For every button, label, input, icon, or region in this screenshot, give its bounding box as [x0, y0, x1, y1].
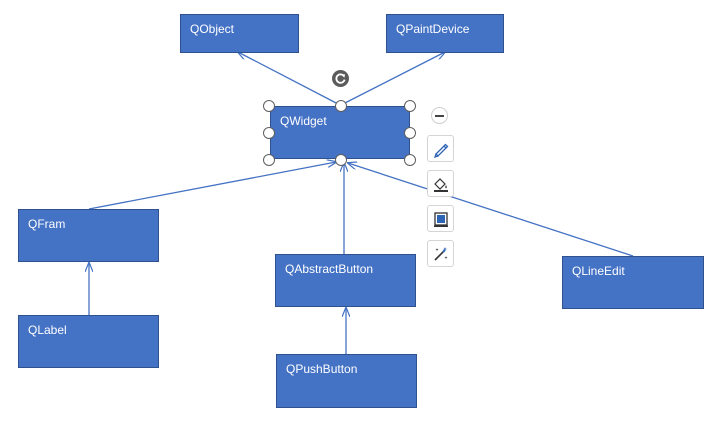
node-qlabel[interactable]: QLabel: [18, 315, 159, 368]
shape-outline-icon: [434, 212, 448, 227]
resize-handle-top-center[interactable]: [335, 100, 347, 112]
quick-style-button[interactable]: [427, 240, 454, 267]
fill-button[interactable]: [427, 170, 454, 197]
node-qfram[interactable]: QFram: [18, 209, 159, 262]
rotate-handle[interactable]: [332, 70, 349, 87]
connector-qwidget-to-qpaintdevice[interactable]: [340, 52, 445, 106]
resize-handle-bottom-center[interactable]: [335, 154, 347, 166]
outline-button[interactable]: [427, 205, 454, 232]
connector-qwidget-to-qobject[interactable]: [238, 52, 341, 106]
resize-handle-bottom-left[interactable]: [263, 154, 275, 166]
fill-bucket-icon: [434, 178, 448, 192]
node-qpaintdevice[interactable]: QPaintDevice: [386, 14, 504, 53]
node-label-qwidget: QWidget: [280, 114, 327, 128]
resize-handle-bottom-right[interactable]: [404, 154, 416, 166]
node-label-qlineedit: QLineEdit: [572, 264, 625, 278]
resize-handle-middle-left[interactable]: [263, 127, 275, 139]
node-qwidget[interactable]: QWidget: [270, 106, 410, 159]
node-qabstractbutton[interactable]: QAbstractButton: [275, 254, 416, 307]
style-pen-button[interactable]: [427, 135, 454, 162]
node-label-qpaintdevice: QPaintDevice: [396, 22, 470, 36]
quick-style-icon: [434, 247, 448, 261]
connector-qlineedit-to-qwidget[interactable]: [348, 163, 634, 257]
resize-handle-top-left[interactable]: [263, 100, 275, 112]
node-qpushbutton[interactable]: QPushButton: [276, 354, 417, 408]
rotate-icon: [335, 73, 346, 84]
minus-icon: [435, 115, 444, 117]
resize-handle-middle-right[interactable]: [404, 127, 416, 139]
resize-handle-top-right[interactable]: [404, 100, 416, 112]
node-label-qpushbutton: QPushButton: [286, 362, 358, 376]
connector-qfram-to-qwidget[interactable]: [88, 162, 336, 210]
pen-style-icon: [433, 143, 449, 158]
node-label-qlabel: QLabel: [28, 323, 67, 337]
node-label-qfram: QFram: [28, 217, 66, 231]
collapse-button[interactable]: [431, 107, 448, 124]
node-label-qabstractbutton: QAbstractButton: [285, 262, 374, 276]
node-label-qobject: QObject: [190, 22, 235, 36]
node-qobject[interactable]: QObject: [180, 14, 299, 53]
node-qlineedit[interactable]: QLineEdit: [562, 256, 704, 309]
